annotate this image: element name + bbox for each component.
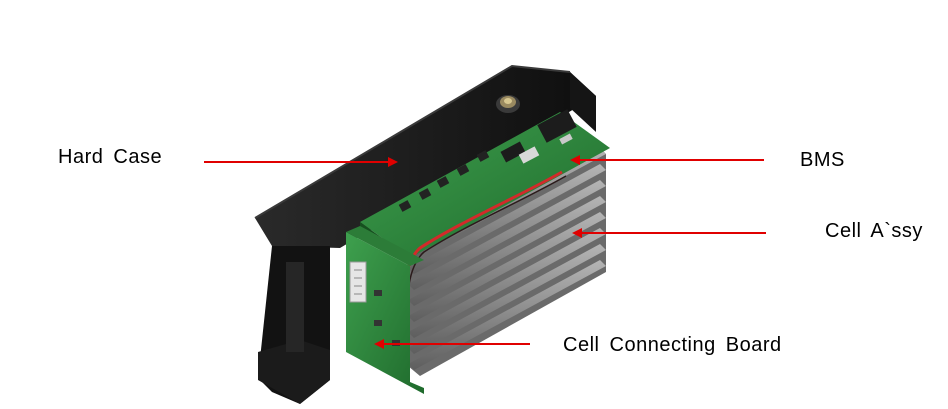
hard-case-slot xyxy=(286,262,304,352)
bms-components xyxy=(398,109,577,212)
cell-assembly xyxy=(408,144,606,376)
hard-case-side xyxy=(570,72,596,132)
bms-pcb xyxy=(360,112,610,258)
screw-icon xyxy=(496,95,520,113)
label-bms: BMS xyxy=(800,149,845,171)
connector-icon xyxy=(349,261,367,303)
callout-arrows xyxy=(204,155,766,349)
hard-case xyxy=(254,64,596,404)
label-cell-connecting-board: Cell Connecting Board xyxy=(563,334,782,356)
hard-case-edge xyxy=(254,64,571,219)
label-cell-assy: Cell A`ssy xyxy=(825,220,923,242)
label-hard-case: Hard Case xyxy=(58,146,163,168)
cell-assembly-body xyxy=(408,144,606,376)
cell-connecting-board xyxy=(346,226,424,394)
hard-case-foot xyxy=(258,340,330,404)
